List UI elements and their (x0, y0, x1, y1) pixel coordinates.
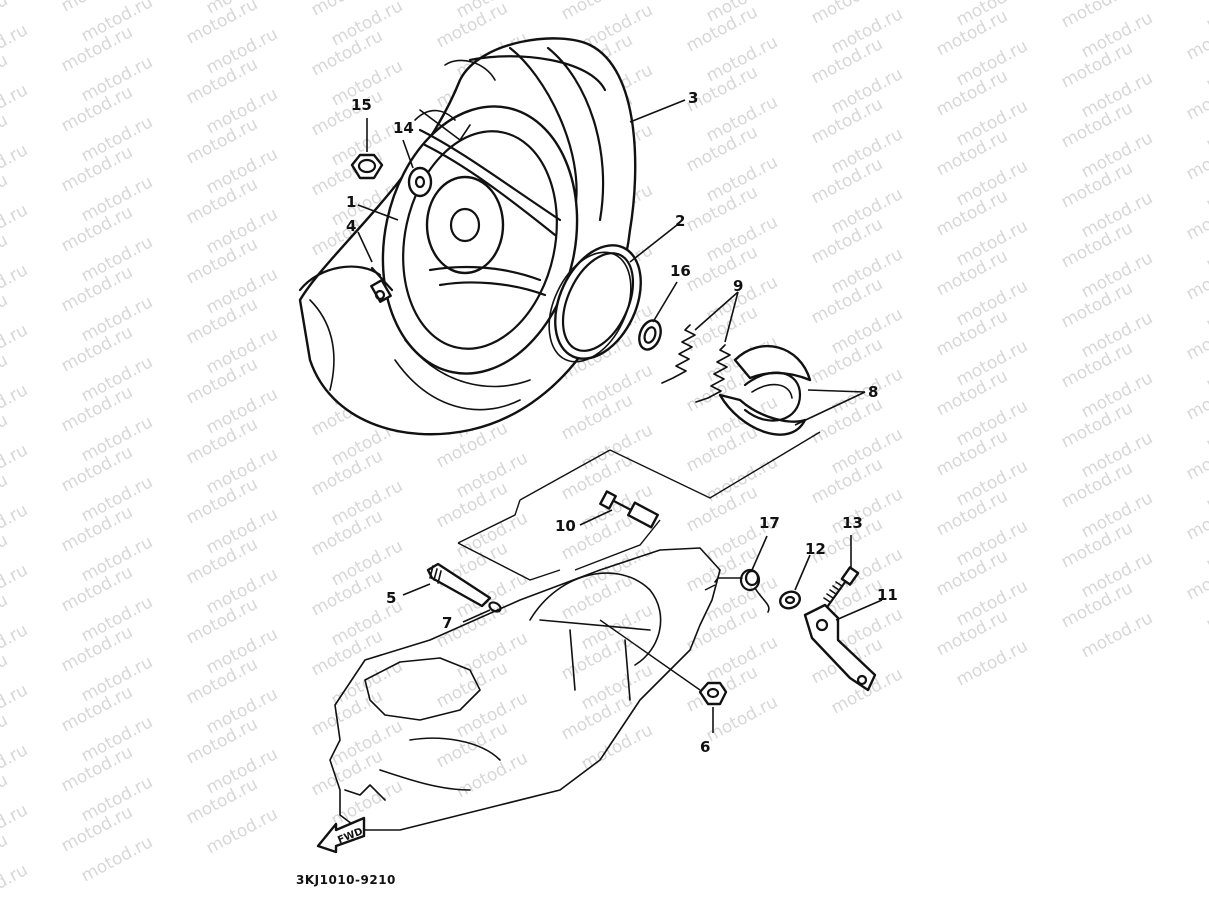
brake-lever-drawing (803, 603, 877, 692)
label-part-1: 1 (346, 193, 356, 211)
watermark-text: motod.ru (0, 860, 31, 907)
torsion-spring-drawing (714, 568, 770, 613)
diagram-code: 3KJ1010-9210 (296, 873, 396, 887)
plain-washer-drawing (407, 166, 433, 198)
label-part-10: 10 (555, 517, 576, 535)
label-part-4: 4 (346, 217, 356, 235)
shaft-drawing (426, 562, 492, 608)
label-part-14: 14 (393, 119, 414, 137)
brake-shoes-drawing (718, 344, 812, 436)
label-part-3: 3 (688, 89, 698, 107)
part-labels: 15 14 1 4 3 2 16 9 8 10 17 13 12 11 5 7 … (346, 89, 898, 756)
label-part-11: 11 (877, 586, 898, 604)
seal-ring-drawing (638, 319, 662, 351)
label-part-6: 6 (700, 738, 710, 756)
washer-drawing (779, 590, 801, 610)
label-part-16: 16 (670, 262, 691, 280)
o-ring-drawing (488, 601, 502, 613)
axle-nut-drawing (350, 153, 384, 180)
label-part-2: 2 (675, 212, 685, 230)
label-part-13: 13 (842, 514, 863, 532)
wheel-drawing (381, 105, 579, 375)
label-part-9: 9 (733, 277, 743, 295)
label-part-8: 8 (868, 383, 878, 401)
label-part-7: 7 (442, 614, 452, 632)
label-part-15: 15 (351, 96, 372, 114)
tire-band-drawing (548, 244, 642, 363)
leader-lines (357, 99, 883, 733)
label-part-17: 17 (759, 514, 780, 532)
cam-shaft-drawing (599, 490, 659, 529)
nut-drawing (698, 681, 728, 706)
assembly-outlines (457, 431, 821, 691)
springs-drawing (661, 324, 731, 403)
watermark-text: motod.ru (1203, 0, 1209, 34)
bolt-drawing (823, 566, 860, 612)
label-part-12: 12 (805, 540, 826, 558)
crankcase-drawing (329, 547, 721, 831)
label-part-5: 5 (386, 589, 396, 607)
valve-drawing (370, 266, 394, 303)
watermark-text: motod.ru (1183, 0, 1209, 4)
